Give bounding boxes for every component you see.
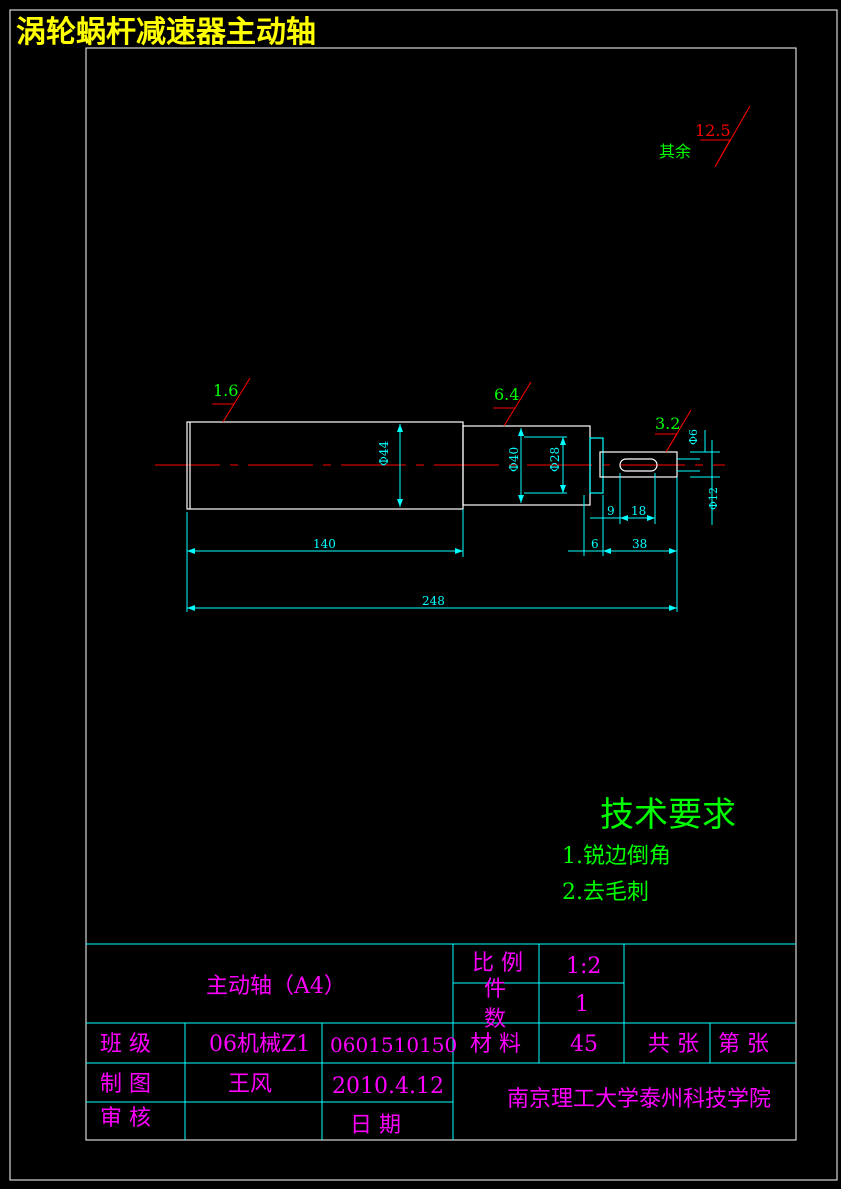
roughness-symbol-other	[700, 105, 751, 168]
page-title: 涡轮蜗杆减速器主动轴	[16, 15, 316, 50]
roughness-other-label: 其余	[659, 142, 692, 161]
school-name: 南京理工大学泰州科技学院	[507, 1087, 772, 1112]
roughness-other-value: 12.5	[695, 121, 731, 140]
tech-requirement-item: 1.锐边倒角	[562, 844, 671, 869]
title-block-grid	[86, 943, 796, 1140]
class-label: 班 级	[100, 1032, 151, 1057]
roughness-right-value: 3.2	[655, 414, 681, 433]
shaft-outline	[186, 421, 678, 510]
dim-d44: Φ44	[377, 440, 391, 466]
dim-len9: 9	[607, 504, 615, 518]
student-id: 0601510150	[330, 1033, 458, 1057]
date-label: 日 期	[350, 1113, 401, 1138]
dim-d28: Φ28	[548, 446, 562, 472]
dimension-lines	[186, 424, 720, 612]
roughness-left-value: 1.6	[213, 381, 239, 400]
scale-label: 比 例	[472, 951, 523, 976]
dim-len140: 140	[313, 537, 336, 551]
dim-len38: 38	[632, 537, 648, 551]
outer-border	[9, 9, 838, 1181]
drawn-by-label: 制 图	[100, 1072, 151, 1097]
dim-len248: 248	[422, 594, 445, 608]
material-value: 45	[570, 1032, 598, 1057]
date-value: 2010.4.12	[332, 1074, 444, 1099]
dim-d12: Φ12	[707, 486, 720, 510]
class-value: 06机械Z1	[209, 1032, 311, 1057]
roughness-mid-value: 6.4	[494, 385, 520, 404]
part-name: 主动轴（A4）	[206, 974, 346, 999]
quantity-value: 1	[575, 992, 589, 1017]
tech-requirement-item: 2.去毛刺	[562, 880, 649, 905]
inner-border	[85, 47, 797, 1141]
sheets-total-label: 共 张	[648, 1032, 699, 1057]
scale-value: 1:2	[566, 954, 602, 979]
dim-d6: Φ6	[687, 428, 700, 445]
material-label: 材 料	[470, 1032, 521, 1057]
drawn-by-value: 王风	[228, 1072, 273, 1097]
dimension-arrows	[187, 424, 677, 611]
roughness-symbols-shaft	[212, 377, 692, 453]
dim-len18: 18	[631, 504, 647, 518]
dim-d40: Φ40	[507, 446, 521, 472]
quantity-label: 件 数	[484, 977, 507, 1032]
sheet-number-label: 第 张	[718, 1032, 769, 1057]
tech-requirements-heading: 技术要求	[600, 795, 736, 835]
checked-by-label: 审 核	[100, 1106, 151, 1131]
dim-len6: 6	[591, 537, 599, 551]
